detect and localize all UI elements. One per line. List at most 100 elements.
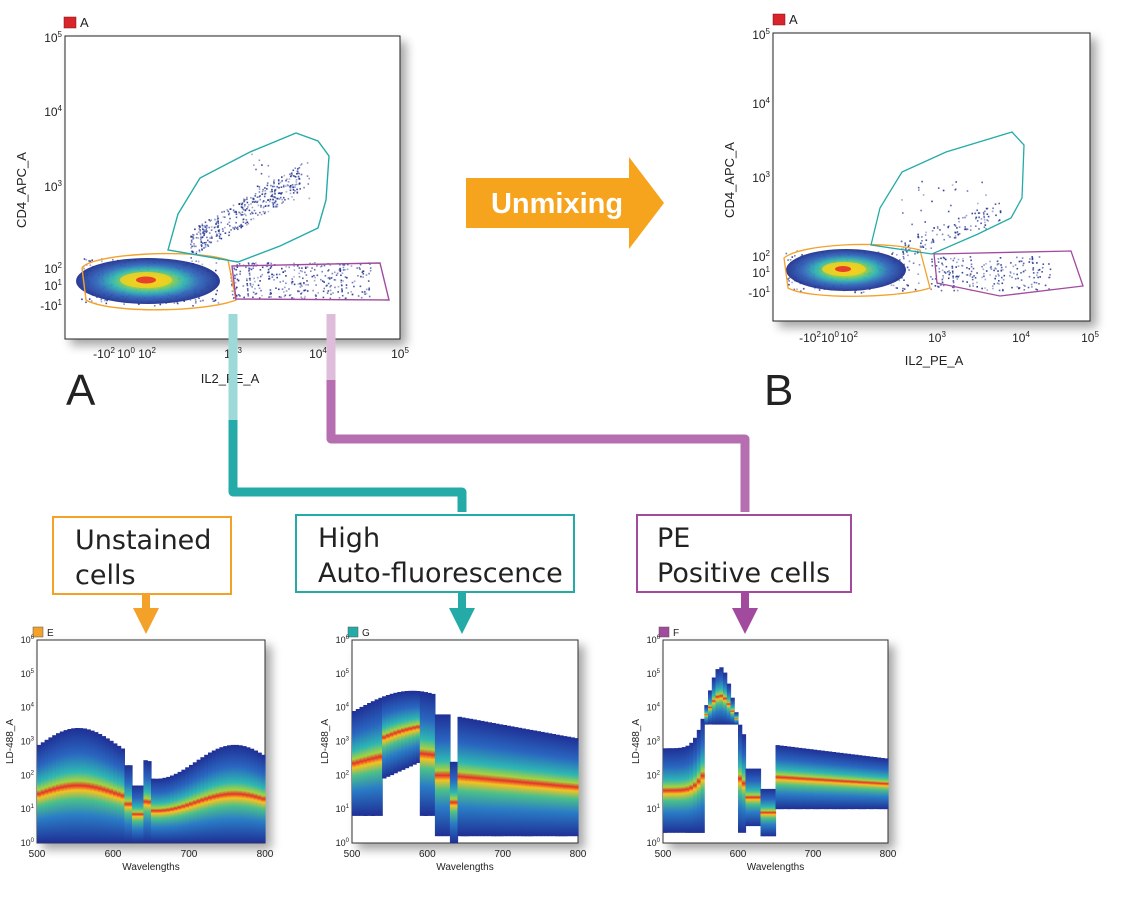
population-label-line: PE	[657, 523, 690, 554]
spectrum-band-column	[147, 761, 152, 843]
spectrum-band-column	[525, 729, 530, 837]
spectrum-x-tick: 500	[29, 849, 46, 860]
spectrum-y-tick: 105	[21, 669, 35, 679]
spectrum-band-column	[529, 729, 534, 837]
plot-b-gate-teal	[870, 131, 1025, 255]
spectrum-band-column	[139, 785, 144, 843]
spectrum-band-column	[506, 725, 511, 837]
spectrum-band-column	[704, 705, 709, 725]
connector-purple	[326, 314, 750, 512]
spectrum-band-column	[551, 734, 556, 837]
spectrum-y-tick: 106	[21, 635, 35, 645]
spectrum-band-column	[719, 667, 724, 725]
spectrum-band-column	[446, 714, 451, 837]
spectrum-band-column	[75, 728, 80, 843]
spectrum-band-column	[215, 748, 220, 843]
spectrum-band-column	[835, 752, 840, 810]
spectrum-x-tick: 800	[880, 849, 897, 860]
plot-a: A 105 104 103 102 101 -101 -102 100 102 …	[14, 15, 409, 415]
spectrum-band-column	[760, 788, 765, 837]
spectrum-band-column	[846, 753, 852, 810]
spectrum-band-column	[570, 737, 575, 837]
spectrum-band-column	[44, 739, 49, 843]
spectrum-band-column	[238, 745, 243, 843]
spectrum-band-column	[40, 742, 46, 843]
spectrum-band-column	[124, 765, 129, 843]
spectrum-band-column	[476, 720, 481, 837]
spectrum-band-column	[154, 778, 160, 843]
spectrum-band-column	[771, 788, 777, 837]
spectrum-band-column	[200, 757, 205, 843]
spectrum-band-column	[97, 734, 103, 843]
spectrum-band-column	[562, 736, 568, 837]
spectrum-y-tick: 100	[21, 838, 35, 848]
plot-a-gate-purple	[231, 262, 390, 301]
spectrum-x-tick: 700	[805, 849, 822, 860]
population-unstained: Unstained cells	[52, 516, 232, 634]
spectrum-band-column	[734, 712, 739, 725]
spectrum-gate-label: F	[673, 628, 679, 639]
plot-b-y-tick: 101	[752, 265, 770, 280]
plot-b-scatter	[785, 180, 1052, 294]
spectrum-band-column	[370, 701, 376, 816]
spectrum-x-tick: 600	[105, 849, 122, 860]
spectrum-band-column	[120, 748, 125, 843]
spectrum-band-column	[67, 729, 72, 843]
spectrum-y-label: LD-488_A	[5, 719, 16, 764]
spectrum-band-column	[158, 778, 163, 843]
plot-a-y-tick: 102	[44, 261, 62, 276]
spectrum-x-tick: 800	[257, 849, 274, 860]
spectrum-band-column	[242, 746, 247, 843]
spectrum-band-column	[170, 775, 175, 843]
spectrum-y-tick: 104	[647, 703, 661, 713]
spectrum-band-column	[352, 711, 357, 816]
spectrum-band-column	[219, 747, 224, 843]
spectrum-band-column	[865, 756, 870, 810]
spectrum-y-tick: 105	[647, 669, 661, 679]
spectrum-band-column	[253, 750, 258, 843]
spectrum-band-column	[798, 747, 803, 810]
spectrum-band-column	[162, 777, 167, 843]
spectrum-band-column	[37, 744, 42, 843]
spectrum-band-column	[52, 735, 57, 843]
spectrum-band-column	[90, 730, 95, 843]
spectrum-band-column	[385, 695, 391, 777]
spectrum-band-column	[861, 755, 867, 810]
spectrum-band-column	[786, 746, 792, 810]
spectrum-band-column	[442, 714, 447, 837]
spectrum-band-column	[858, 755, 863, 810]
spectrum-band-column	[689, 742, 694, 833]
plot-b-x-ticks: -102 100 102 103 104 105	[799, 330, 1099, 345]
plot-a-y-tick: 103	[44, 179, 62, 194]
spectrum-band-column	[540, 731, 545, 837]
spectrum-band-column	[389, 693, 395, 776]
spectrum-band-column	[128, 765, 133, 843]
spectrum-band-column	[363, 705, 368, 816]
spectrum-band-column	[663, 748, 668, 833]
spectrum-band-column	[547, 733, 553, 837]
spectrum-band-column	[223, 746, 228, 843]
spectrum-y-tick: 104	[21, 703, 35, 713]
spectrum-band-column	[355, 709, 361, 816]
spectrum-band-column	[574, 738, 579, 837]
spectrum-band-column	[801, 748, 807, 810]
spectrum-band-column	[794, 747, 799, 810]
spectrum-band-column	[261, 754, 266, 843]
spectrum-band-column	[419, 691, 425, 816]
spectrum-band-column	[173, 773, 179, 843]
population-label-line: cells	[75, 560, 136, 591]
spectrum-band-column	[775, 745, 780, 810]
spectrum-band-column	[382, 696, 387, 779]
spectrum-band-column	[764, 788, 769, 837]
spectrum-band-column	[113, 743, 118, 843]
spectrum-band-column	[397, 692, 402, 772]
spectrum-band-column	[204, 754, 209, 843]
population-box	[636, 514, 852, 593]
spectrum-band-column	[850, 754, 855, 810]
spectrum-band-column	[809, 749, 814, 810]
spectrum-band-column	[678, 747, 683, 833]
spectrum-band-column	[94, 732, 99, 843]
spectrum-band-column	[816, 750, 822, 810]
spectrum-band-column	[723, 672, 728, 725]
